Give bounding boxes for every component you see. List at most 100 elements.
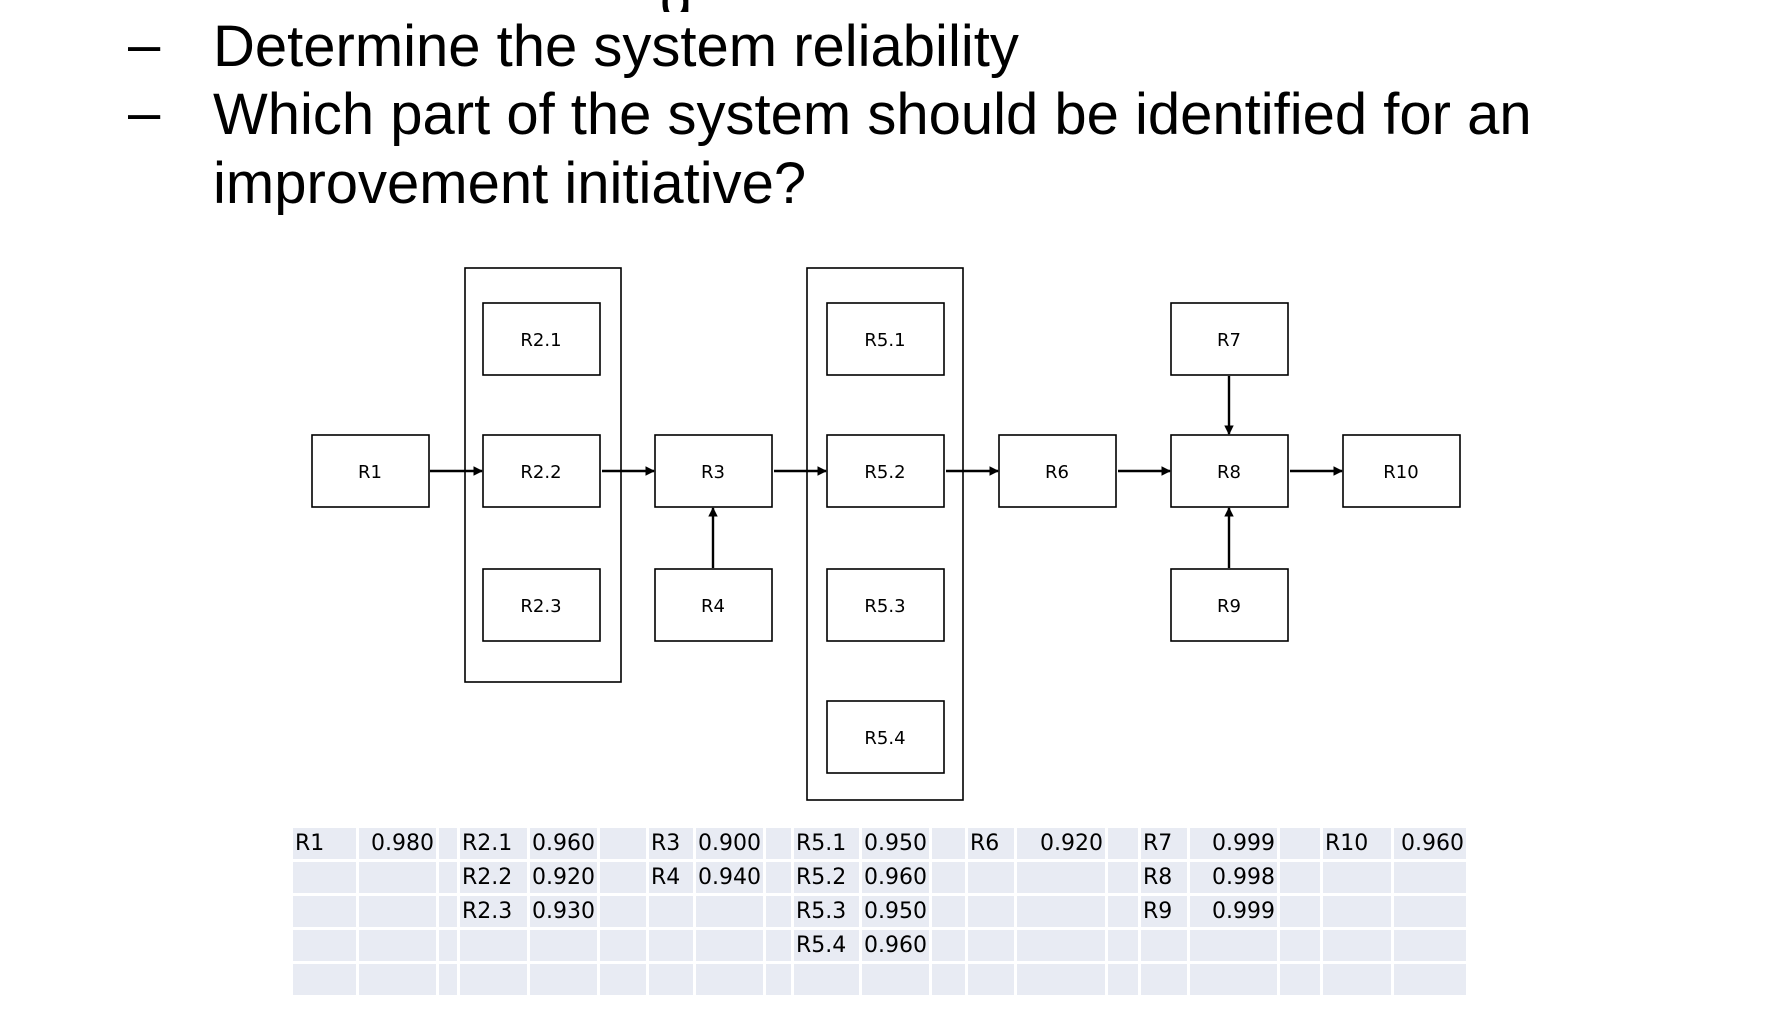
table-cell: 0.980 — [359, 828, 436, 859]
table-cell: 0.920 — [1016, 828, 1105, 859]
table-cell — [765, 896, 791, 927]
block-label: R2.1 — [520, 330, 561, 351]
table-cell — [293, 930, 356, 961]
table-cell: R2.2 — [460, 862, 527, 893]
bullet-text: Determine the system reliability — [213, 14, 1019, 79]
block-label: R5.3 — [864, 596, 905, 617]
table-cell — [1279, 964, 1320, 995]
table-cell: R5.2 — [793, 862, 859, 893]
table-cell — [931, 964, 965, 995]
table-cell — [696, 930, 763, 961]
table-cell: 0.950 — [861, 896, 929, 927]
table-cell — [439, 862, 457, 893]
table-cell — [1016, 896, 1105, 927]
table-cell — [1279, 896, 1320, 927]
block-label: R2.3 — [520, 596, 561, 617]
table-cell — [696, 896, 763, 927]
bullet-dash: – — [128, 80, 161, 145]
table-cell — [1322, 896, 1391, 927]
block-r6: R6 — [998, 434, 1117, 508]
block-r2-1: R2.1 — [482, 302, 601, 376]
table-cell — [1279, 828, 1320, 859]
block-r2-3: R2.3 — [482, 568, 601, 642]
table-cell — [1279, 930, 1320, 961]
bullet-dash: – — [128, 12, 161, 77]
table-cell: R6 — [967, 828, 1014, 859]
block-r5-3: R5.3 — [826, 568, 945, 642]
block-label: R1 — [358, 462, 382, 483]
block-label: R7 — [1217, 330, 1241, 351]
table-cell — [1322, 930, 1391, 961]
table-cell: 0.930 — [530, 896, 597, 927]
table-cell — [765, 964, 791, 995]
block-label: R10 — [1383, 462, 1418, 483]
block-r2-2: R2.2 — [482, 434, 601, 508]
table-cell: R5.1 — [793, 828, 859, 859]
table-cell: R2.1 — [460, 828, 527, 859]
table-cell: 0.999 — [1189, 828, 1277, 859]
table-cell — [1322, 862, 1391, 893]
block-label: R5.1 — [864, 330, 905, 351]
table-cell — [1189, 964, 1277, 995]
block-label: R2.2 — [520, 462, 561, 483]
table-cell — [1107, 862, 1138, 893]
block-label: R6 — [1045, 462, 1069, 483]
table-row — [293, 964, 1466, 995]
table-cell — [967, 930, 1014, 961]
table-cell — [931, 930, 965, 961]
table-cell — [649, 930, 693, 961]
table-cell: 0.900 — [696, 828, 763, 859]
table-cell — [293, 964, 356, 995]
table-cell — [293, 862, 356, 893]
table-cell: 0.950 — [861, 828, 929, 859]
table-cell — [765, 862, 791, 893]
table-cell — [861, 964, 929, 995]
table-cell — [1393, 862, 1466, 893]
table-cell — [1016, 862, 1105, 893]
table-cell — [439, 930, 457, 961]
bullet-text: Which part of the system should be ident… — [213, 82, 1532, 216]
table-cell — [359, 964, 436, 995]
table-cell — [439, 896, 457, 927]
table-cell: 0.999 — [1189, 896, 1277, 927]
table-cell: R3 — [649, 828, 693, 859]
block-r5-1: R5.1 — [826, 302, 945, 376]
table-cell — [1107, 896, 1138, 927]
table-cell — [1107, 964, 1138, 995]
table-cell — [530, 964, 597, 995]
table-cell — [600, 862, 646, 893]
block-r8: R8 — [1170, 434, 1289, 508]
table-cell — [600, 828, 646, 859]
block-r1: R1 — [311, 434, 430, 508]
table-cell — [967, 964, 1014, 995]
table-cell — [530, 930, 597, 961]
table-cell — [600, 964, 646, 995]
table-cell — [460, 930, 527, 961]
table-cell — [765, 930, 791, 961]
cut-off-heading-glyph: g — [660, 0, 700, 12]
table-cell — [649, 964, 693, 995]
block-r5-2: R5.2 — [826, 434, 945, 508]
block-r10: R10 — [1342, 434, 1461, 508]
table-cell — [460, 964, 527, 995]
table-cell — [765, 828, 791, 859]
block-label: R9 — [1217, 596, 1241, 617]
table-cell — [793, 964, 859, 995]
table-cell — [1393, 930, 1466, 961]
table-cell: 0.960 — [861, 930, 929, 961]
block-label: R5.4 — [864, 728, 905, 749]
table-cell — [1322, 964, 1391, 995]
table-cell — [439, 964, 457, 995]
table-cell: 0.998 — [1189, 862, 1277, 893]
table-cell — [1107, 828, 1138, 859]
block-r9: R9 — [1170, 568, 1289, 642]
block-label: R5.2 — [864, 462, 905, 483]
table-cell — [1279, 862, 1320, 893]
table-cell — [967, 862, 1014, 893]
table-cell — [967, 896, 1014, 927]
table-cell: 0.960 — [1393, 828, 1466, 859]
table-cell — [696, 964, 763, 995]
